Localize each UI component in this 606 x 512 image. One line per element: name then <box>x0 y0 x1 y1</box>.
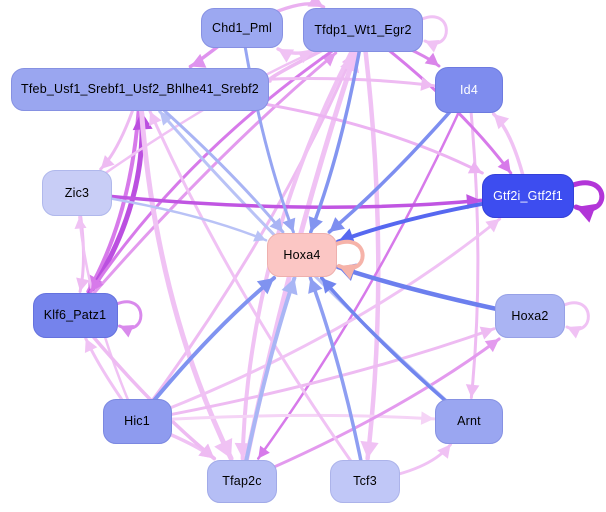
node-tfdp1[interactable]: Tfdp1_Wt1_Egr2 <box>303 8 423 52</box>
arrowhead-tfdp1-hoxa4 <box>308 216 323 232</box>
arrowhead-hoxa2-hoxa2 <box>567 326 582 339</box>
arrowhead-gtf2i-id4 <box>493 114 510 130</box>
arrowhead-arnt-hoxa4 <box>321 278 337 294</box>
edge-hoxa2-hoxa2 <box>562 301 590 331</box>
edge-hic1-hoxa2 <box>135 327 496 423</box>
edge-klf6-tfdp1 <box>73 51 338 317</box>
node-label: Chd1_Pml <box>212 21 272 35</box>
node-label: Tcf3 <box>353 474 377 488</box>
arrowhead-hic1-gtf2i <box>485 219 500 233</box>
arrowhead-tfdp1-gtf2i <box>497 158 511 173</box>
arrowhead-hic1-zic3 <box>74 217 87 230</box>
arrowhead-hic1-klf6 <box>84 338 98 353</box>
arrowhead-tfdp1-tcf3 <box>360 440 379 459</box>
arrowhead-tfap2c-hoxa4 <box>281 278 298 296</box>
node-label: Tfeb_Usf1_Srebf1_Usf2_Bhlhe41_Srebf2 <box>21 82 259 96</box>
arrowhead-tfdp1-id4 <box>424 52 439 66</box>
edge-klf6-klf6 <box>115 300 143 330</box>
node-label: Hic1 <box>124 414 150 428</box>
edge-tcf3-tfeb <box>148 110 367 483</box>
arrowhead-gtf2i-gtf2i <box>576 203 597 223</box>
node-arnt[interactable]: Arnt <box>435 398 503 444</box>
arrowhead-tfeb-zic3 <box>100 155 115 169</box>
edge-zic3-gtf2i <box>75 191 483 209</box>
node-label: Tfdp1_Wt1_Egr2 <box>314 23 412 37</box>
arrowhead-tfeb-gtf2i <box>467 161 483 174</box>
node-label: Tfap2c <box>222 474 262 488</box>
node-hic1[interactable]: Hic1 <box>102 398 172 444</box>
arrowhead-id4-tfap2c <box>258 445 270 459</box>
edge-hic1-arnt <box>135 413 436 423</box>
node-klf6[interactable]: Klf6_Patz1 <box>32 292 118 338</box>
node-label: Hoxa2 <box>511 309 549 323</box>
edge-chd1-hoxa4 <box>240 26 295 234</box>
edge-id4-arnt <box>467 88 480 399</box>
node-hoxa2[interactable]: Hoxa2 <box>495 294 565 338</box>
node-tcf3[interactable]: Tcf3 <box>330 459 400 503</box>
arrowhead-tfdp1-klf6 <box>90 277 104 292</box>
arrowhead-tcf3-hoxa4 <box>308 278 323 294</box>
node-label: Klf6_Patz1 <box>43 308 107 322</box>
arrowhead-chd1-tfdp1 <box>307 0 324 7</box>
arrowhead-klf6-klf6 <box>119 325 134 338</box>
arrowhead-chd1-tfeb <box>190 53 207 68</box>
arrowhead-hoxa4-hoxa4 <box>339 264 357 280</box>
arrowhead-chd1-hoxa4 <box>282 217 296 232</box>
arrowhead-tfdp1-chd1 <box>278 49 295 63</box>
arrowhead-zic3-hoxa4 <box>253 230 266 242</box>
node-label: Hoxa4 <box>283 248 321 262</box>
arrowhead-hic1-hoxa4 <box>256 278 275 295</box>
node-tfeb[interactable]: Tfeb_Usf1_Srebf1_Usf2_Bhlhe41_Srebf2 <box>11 67 269 111</box>
edge-tfdp1-tfdp1 <box>420 15 448 45</box>
arrowhead-tfeb-id4 <box>420 77 434 91</box>
arrowhead-id4-arnt <box>465 384 480 398</box>
edge-hoxa4-hoxa4 <box>334 239 365 271</box>
node-tfap2c[interactable]: Tfap2c <box>207 459 277 503</box>
node-gtf2i[interactable]: Gtf2i_Gtf2f1 <box>482 174 574 218</box>
node-label: Arnt <box>457 414 481 428</box>
edge-tfdp1-tcf3 <box>360 27 381 461</box>
arrowhead-arnt-tfeb <box>159 111 174 126</box>
arrowhead-zic3-tfdp1 <box>298 52 312 64</box>
arrowhead-zic3-klf6 <box>76 277 90 292</box>
node-chd1[interactable]: Chd1_Pml <box>201 8 283 48</box>
arrowhead-tfeb-tfap2c <box>214 437 233 459</box>
arrowhead-id4-hoxa4 <box>329 217 346 232</box>
node-zic3[interactable]: Zic3 <box>42 170 112 216</box>
node-id4[interactable]: Id4 <box>435 67 503 113</box>
arrowhead-hic1-hoxa2 <box>479 326 494 340</box>
node-label: Zic3 <box>64 186 90 200</box>
node-label: Id4 <box>460 83 478 97</box>
edge-tfap2c-hoxa2 <box>240 337 501 483</box>
edge-tfeb-tfap2c <box>137 86 234 461</box>
edge-tcf3-hoxa4 <box>308 276 367 483</box>
arrowhead-hic1-arnt <box>420 411 434 425</box>
arrowhead-tcf3-arnt <box>437 444 451 459</box>
node-label: Gtf2i_Gtf2f1 <box>493 189 563 203</box>
arrowhead-tfeb-hoxa4 <box>269 217 283 232</box>
node-hoxa4[interactable]: Hoxa4 <box>267 233 337 277</box>
arrowhead-tcf3-tfeb <box>149 111 162 126</box>
arrowhead-tfap2c-hoxa2 <box>484 339 500 353</box>
arrowhead-klf6-tfap2c <box>198 443 215 459</box>
arrowhead-tfdp1-tfdp1 <box>425 40 440 53</box>
edge-tfdp1-hoxa4 <box>309 28 365 234</box>
edge-tfap2c-hoxa4 <box>240 276 297 483</box>
edge-hic1-gtf2i <box>135 217 502 423</box>
